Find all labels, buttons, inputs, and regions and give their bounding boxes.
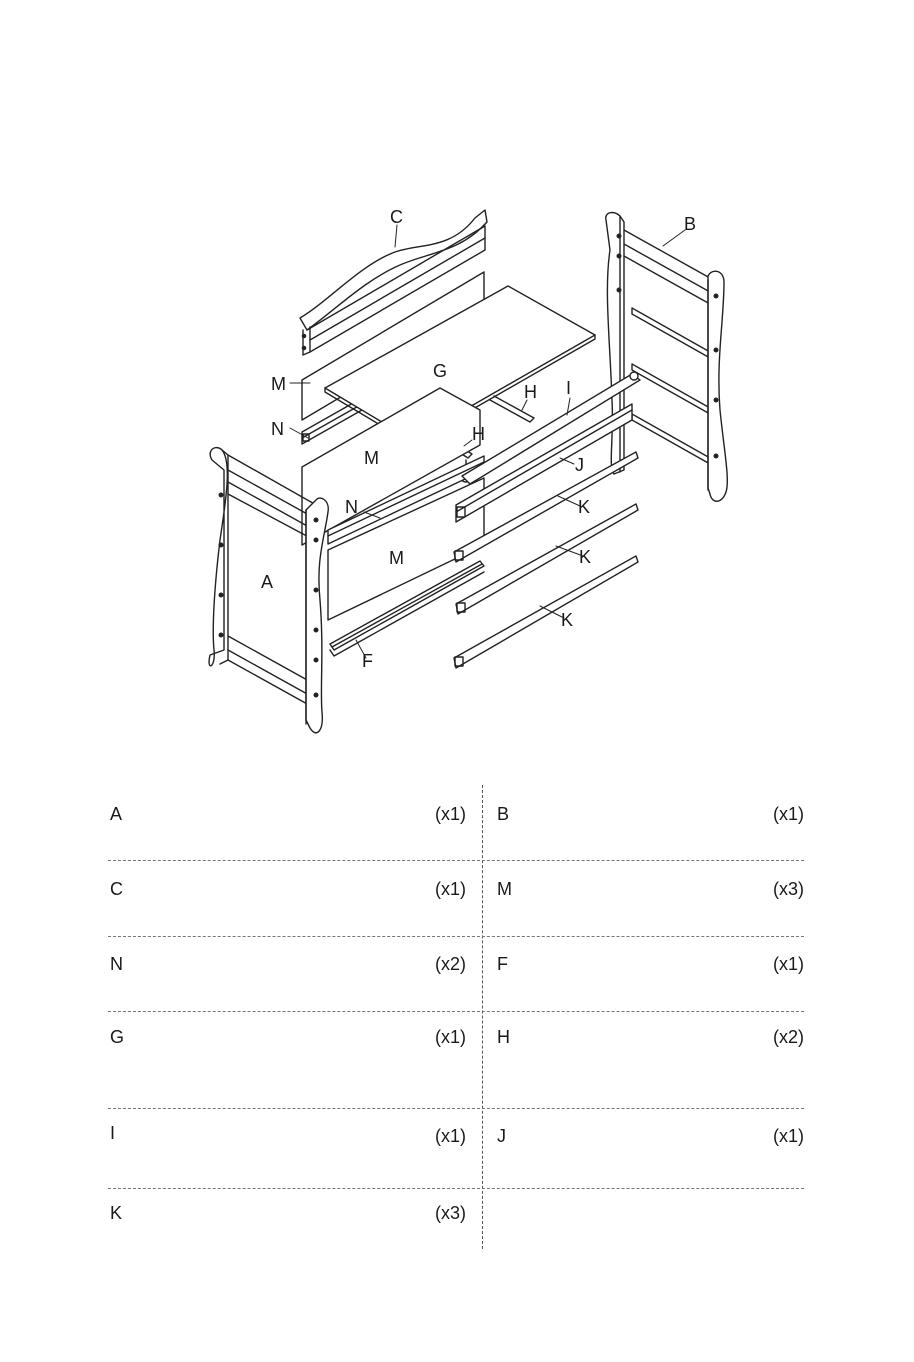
- part-letter: K: [110, 1203, 122, 1223]
- callout-label: C: [390, 207, 403, 227]
- row-divider: [108, 936, 804, 937]
- callout-label: M: [271, 374, 286, 394]
- part-quantity: (x3): [744, 879, 804, 899]
- exploded-crib-diagram: C B M G H I N H M J N K M K A K F: [0, 0, 914, 770]
- part-letter: I: [110, 1123, 115, 1143]
- part-quantity: (x1): [744, 804, 804, 824]
- part-quantity: (x1): [406, 1126, 466, 1146]
- callout-label: K: [579, 547, 591, 567]
- callout-label: M: [364, 448, 379, 468]
- part-quantity: (x1): [406, 804, 466, 824]
- part-quantity: (x1): [744, 954, 804, 974]
- callout-label: M: [389, 548, 404, 568]
- parts-list: A (x1) B (x1) C (x1) M (x3) N (x2) F (x1…: [108, 785, 804, 1249]
- callout-label: B: [684, 214, 696, 234]
- part-quantity: (x1): [744, 1126, 804, 1146]
- row-divider: [108, 1188, 804, 1189]
- callout-label: F: [362, 651, 373, 671]
- callout-label: A: [261, 572, 273, 592]
- part-quantity: (x3): [406, 1203, 466, 1223]
- part-letter: H: [497, 1027, 510, 1047]
- callout-label: K: [578, 497, 590, 517]
- row-divider: [108, 860, 804, 861]
- callout-label: H: [524, 382, 537, 402]
- column-divider: [482, 785, 483, 1249]
- callout-label: N: [345, 497, 358, 517]
- callout-label: G: [433, 361, 447, 381]
- part-quantity: (x1): [406, 879, 466, 899]
- part-letter: G: [110, 1027, 124, 1047]
- part-quantity: (x2): [744, 1027, 804, 1047]
- callout-label: H: [472, 424, 485, 444]
- part-letter: F: [497, 954, 508, 974]
- part-letter: B: [497, 804, 509, 824]
- callout-label: J: [575, 455, 584, 475]
- part-letter: J: [497, 1126, 506, 1146]
- part-letter: A: [110, 804, 122, 824]
- part-letter: C: [110, 879, 123, 899]
- part-quantity: (x2): [406, 954, 466, 974]
- row-divider: [108, 1108, 804, 1109]
- part-letter: M: [497, 879, 512, 899]
- callout-label: K: [561, 610, 573, 630]
- part-letter: N: [110, 954, 123, 974]
- row-divider: [108, 1011, 804, 1012]
- callout-label: N: [271, 419, 284, 439]
- part-quantity: (x1): [406, 1027, 466, 1047]
- callout-label: I: [566, 378, 571, 398]
